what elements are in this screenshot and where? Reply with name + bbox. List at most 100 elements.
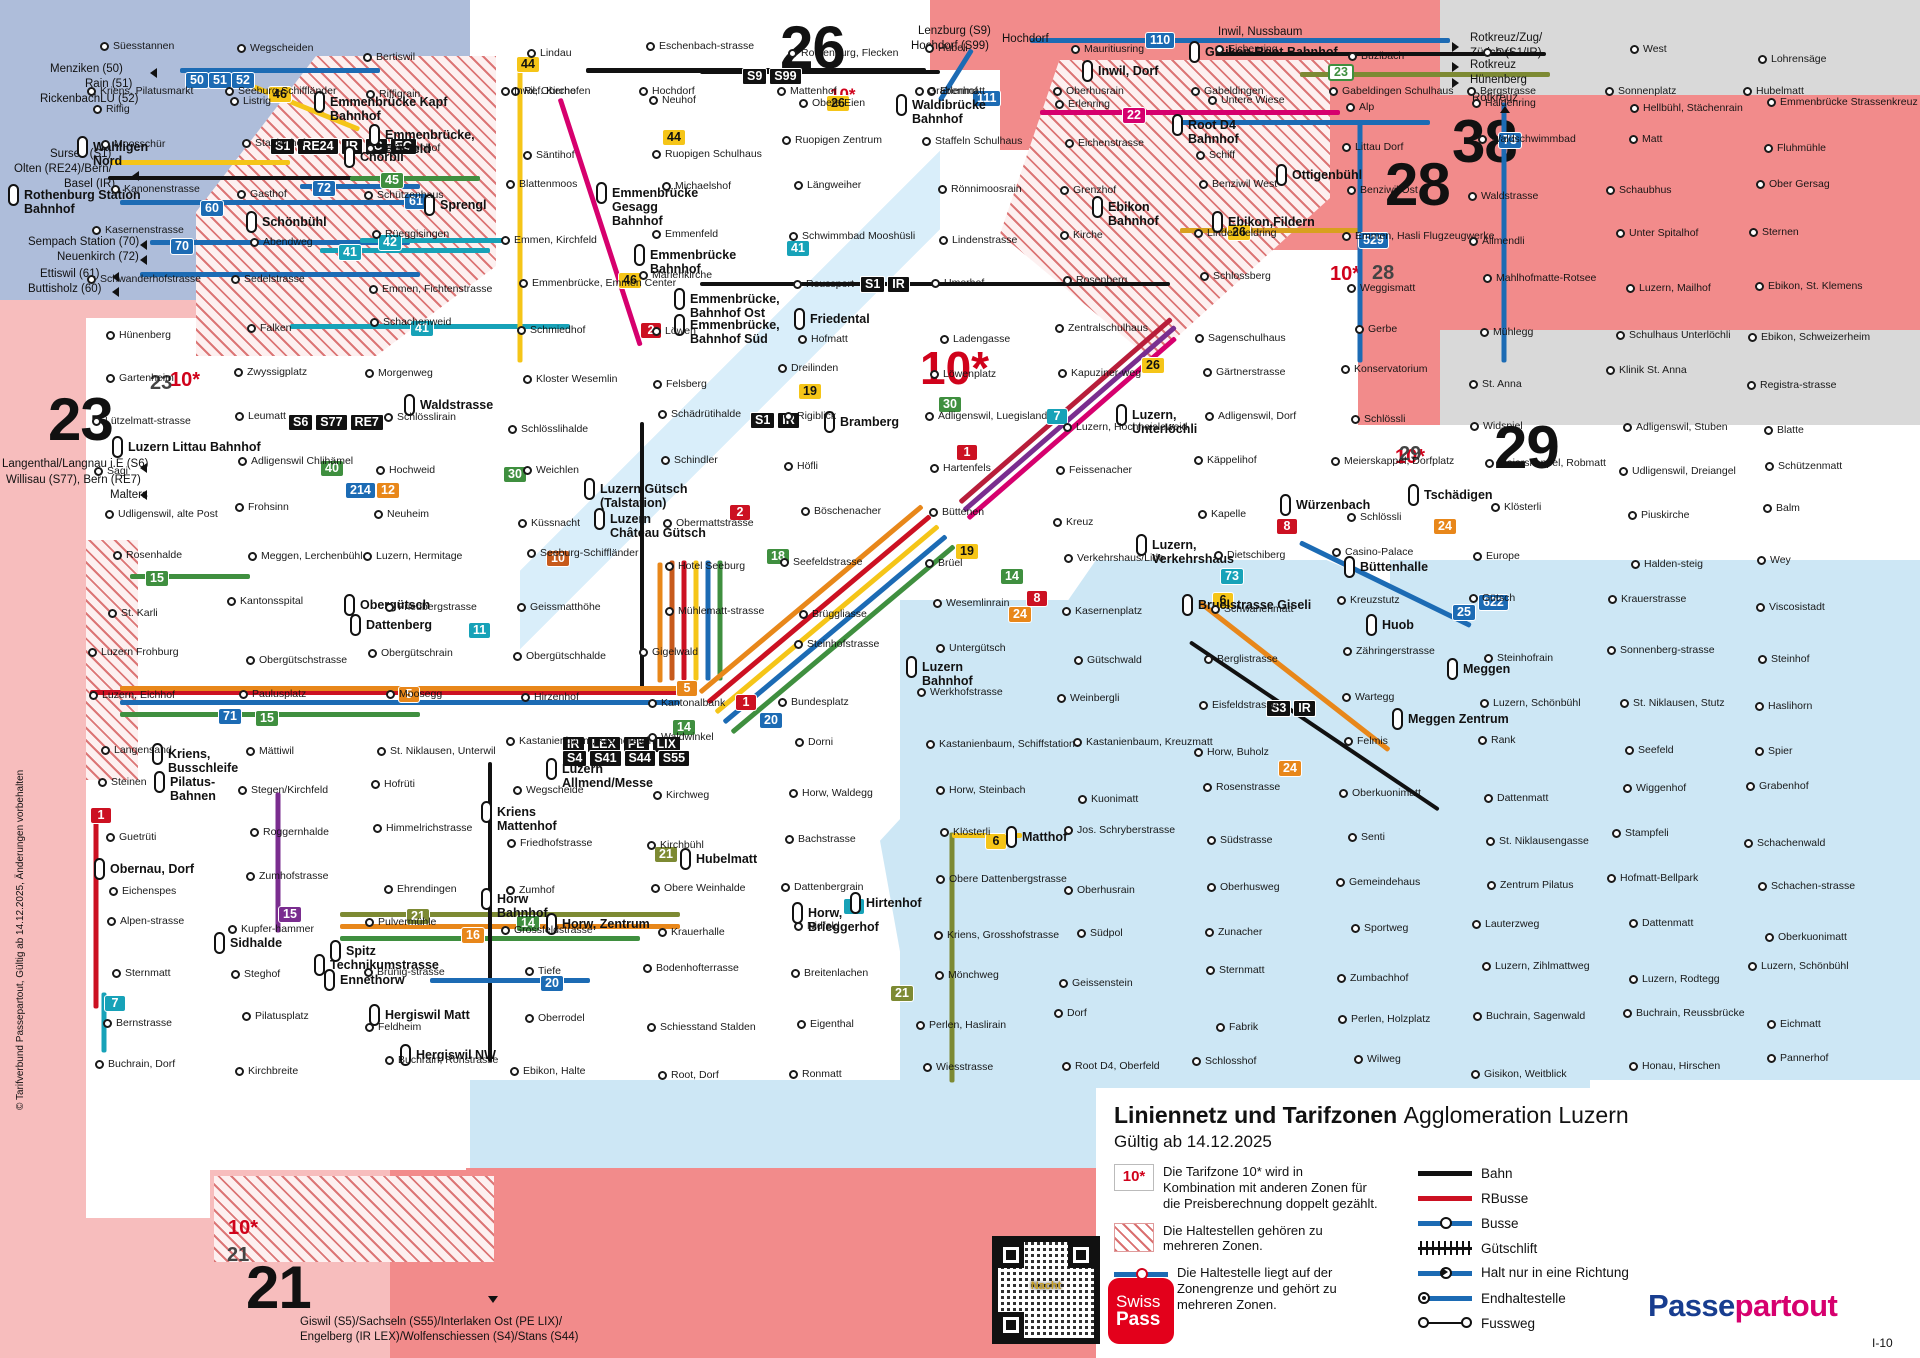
stop-marker[interactable] xyxy=(1055,324,1064,333)
stop-marker[interactable] xyxy=(231,275,240,284)
stop-marker[interactable] xyxy=(1743,87,1752,96)
stop-marker[interactable] xyxy=(784,412,793,421)
stop-marker[interactable] xyxy=(791,969,800,978)
stop-marker[interactable] xyxy=(665,562,674,571)
stop-marker[interactable] xyxy=(940,335,949,344)
major-station-marker[interactable] xyxy=(1082,60,1093,82)
stop-marker[interactable] xyxy=(506,180,515,189)
major-station-marker[interactable] xyxy=(369,1004,380,1026)
stop-marker[interactable] xyxy=(639,87,648,96)
stop-marker[interactable] xyxy=(778,364,787,373)
stop-marker[interactable] xyxy=(1608,595,1617,604)
stop-marker[interactable] xyxy=(1065,139,1074,148)
stop-marker[interactable] xyxy=(1629,975,1638,984)
stop-marker[interactable] xyxy=(364,191,373,200)
stop-marker[interactable] xyxy=(1057,694,1066,703)
major-station-marker[interactable] xyxy=(674,314,685,336)
stop-marker[interactable] xyxy=(238,786,247,795)
stop-marker[interactable] xyxy=(1631,560,1640,569)
major-station-marker[interactable] xyxy=(794,308,805,330)
stop-marker[interactable] xyxy=(915,87,924,96)
stop-marker[interactable] xyxy=(789,789,798,798)
stop-marker[interactable] xyxy=(106,374,115,383)
major-station-marker[interactable] xyxy=(112,436,123,458)
stop-marker[interactable] xyxy=(231,970,240,979)
major-station-marker[interactable] xyxy=(906,656,917,678)
stop-marker[interactable] xyxy=(1200,272,1209,281)
stop-marker[interactable] xyxy=(1485,459,1494,468)
stop-marker[interactable] xyxy=(1749,228,1758,237)
stop-marker[interactable] xyxy=(793,280,802,289)
stop-marker[interactable] xyxy=(1205,412,1214,421)
stop-marker[interactable] xyxy=(1074,656,1083,665)
major-station-marker[interactable] xyxy=(1212,211,1223,233)
stop-marker[interactable] xyxy=(369,285,378,294)
stop-marker[interactable] xyxy=(242,139,251,148)
stop-marker[interactable] xyxy=(1348,52,1357,61)
stop-marker[interactable] xyxy=(1625,746,1634,755)
stop-marker[interactable] xyxy=(94,467,103,476)
major-station-marker[interactable] xyxy=(94,858,105,880)
stop-marker[interactable] xyxy=(506,886,515,895)
stop-marker[interactable] xyxy=(1756,180,1765,189)
stop-marker[interactable] xyxy=(652,150,661,159)
stop-marker[interactable] xyxy=(385,603,394,612)
stop-marker[interactable] xyxy=(929,508,938,517)
major-station-marker[interactable] xyxy=(1276,164,1287,186)
stop-marker[interactable] xyxy=(246,747,255,756)
stop-marker[interactable] xyxy=(501,87,510,96)
stop-marker[interactable] xyxy=(1467,87,1476,96)
stop-marker[interactable] xyxy=(1486,837,1495,846)
stop-marker[interactable] xyxy=(1058,369,1067,378)
stop-marker[interactable] xyxy=(1483,48,1492,57)
stop-marker[interactable] xyxy=(1342,143,1351,152)
stop-marker[interactable] xyxy=(1355,325,1364,334)
stop-marker[interactable] xyxy=(101,746,110,755)
major-station-marker[interactable] xyxy=(344,594,355,616)
stop-marker[interactable] xyxy=(1630,104,1639,113)
stop-marker[interactable] xyxy=(366,90,375,99)
major-station-marker[interactable] xyxy=(584,478,595,500)
stop-marker[interactable] xyxy=(527,49,536,58)
major-station-marker[interactable] xyxy=(330,940,341,962)
stop-marker[interactable] xyxy=(652,230,661,239)
major-station-marker[interactable] xyxy=(1006,826,1017,848)
stop-marker[interactable] xyxy=(100,42,109,51)
stop-marker[interactable] xyxy=(784,462,793,471)
stop-marker[interactable] xyxy=(1470,422,1479,431)
stop-marker[interactable] xyxy=(923,1063,932,1072)
stop-marker[interactable] xyxy=(371,780,380,789)
stop-marker[interactable] xyxy=(523,151,532,160)
stop-marker[interactable] xyxy=(778,698,787,707)
stop-marker[interactable] xyxy=(1629,1062,1638,1071)
stop-marker[interactable] xyxy=(933,599,942,608)
stop-marker[interactable] xyxy=(936,644,945,653)
major-station-marker[interactable] xyxy=(154,771,165,793)
stop-marker[interactable] xyxy=(101,140,110,149)
stop-marker[interactable] xyxy=(1616,331,1625,340)
stop-marker[interactable] xyxy=(1192,1057,1201,1066)
stop-marker[interactable] xyxy=(1767,1054,1776,1063)
stop-marker[interactable] xyxy=(87,87,96,96)
stop-marker[interactable] xyxy=(639,648,648,657)
stop-marker[interactable] xyxy=(1194,748,1203,757)
stop-marker[interactable] xyxy=(639,271,648,280)
major-station-marker[interactable] xyxy=(1447,658,1458,680)
stop-marker[interactable] xyxy=(658,928,667,937)
stop-marker[interactable] xyxy=(1053,518,1062,527)
major-station-marker[interactable] xyxy=(1172,114,1183,136)
stop-marker[interactable] xyxy=(1755,747,1764,756)
major-station-marker[interactable] xyxy=(344,146,355,168)
stop-marker[interactable] xyxy=(1606,366,1615,375)
stop-marker[interactable] xyxy=(1078,795,1087,804)
stop-marker[interactable] xyxy=(1332,548,1341,557)
major-station-marker[interactable] xyxy=(1092,196,1103,218)
stop-marker[interactable] xyxy=(1194,456,1203,465)
stop-marker[interactable] xyxy=(1471,1070,1480,1079)
stop-marker[interactable] xyxy=(250,828,259,837)
stop-marker[interactable] xyxy=(1059,979,1068,988)
stop-marker[interactable] xyxy=(926,740,935,749)
stop-marker[interactable] xyxy=(1342,232,1351,241)
major-station-marker[interactable] xyxy=(404,394,415,416)
stop-marker[interactable] xyxy=(1195,334,1204,343)
